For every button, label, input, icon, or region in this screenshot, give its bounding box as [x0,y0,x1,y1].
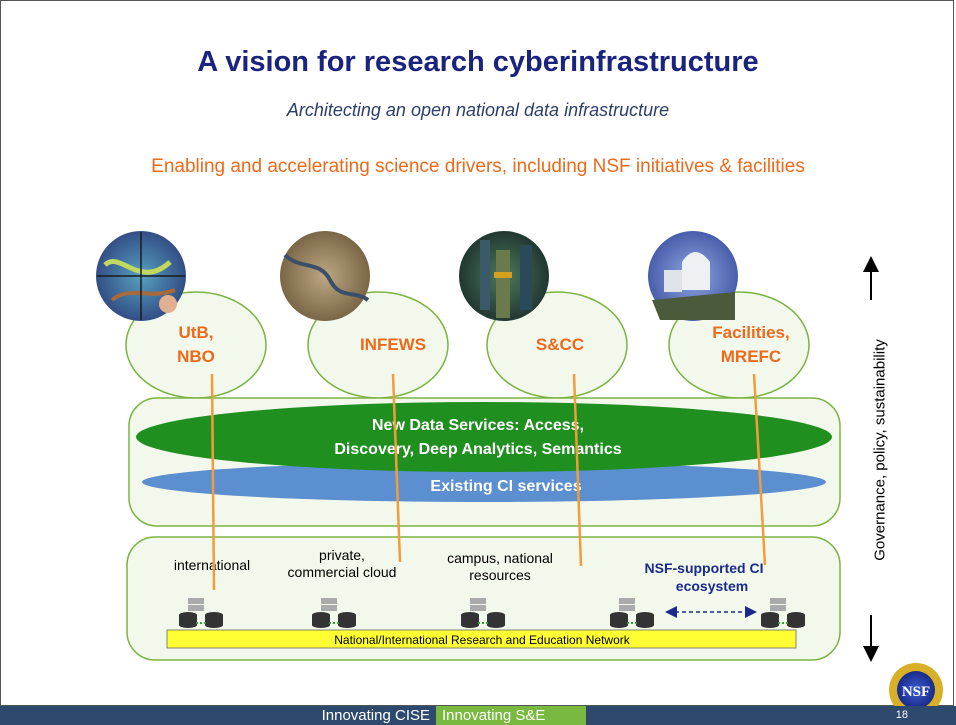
driver-label: UtB, [179,323,214,342]
resource-label: campus, national [447,550,553,566]
server-stack-icon [312,598,356,628]
connector-line [752,373,767,566]
observatory-image [648,231,738,321]
server-stack-icon [461,598,505,628]
page-number: 18 [895,709,908,721]
new-services-label: Discovery, Deep Analytics, Semantics [334,441,621,458]
slide-subtitle: Architecting an open national data infra… [286,100,670,120]
data-wall-image [96,231,186,321]
slide-frame [0,0,954,706]
connector-line [572,373,583,567]
connector-line [210,373,216,591]
driver-label: Facilities, [712,323,789,342]
resource-label: commercial cloud [288,564,397,580]
driver-label: S&CC [536,335,584,354]
footer-left-text: Innovating CISE [321,707,430,724]
resource-label: resources [469,567,530,583]
driver-label: INFEWS [360,335,426,354]
city-tower-image [459,231,549,321]
footer-right-text: Innovating S&E [436,706,586,725]
slide-title: A vision for research cyberinfrastructur… [197,46,759,78]
connector-line [391,373,402,563]
footer-bar: Innovating CISE Innovating S&E 18 [0,706,956,725]
river-landscape-image [280,231,370,321]
server-stack-icon [179,598,223,628]
network-bar [166,629,797,649]
drivers-heading: Enabling and accelerating science driver… [151,156,805,177]
nsf-ecosystem-label: ecosystem [676,578,748,594]
nsf-logo: NSF [889,663,943,717]
network-label: National/International Research and Educ… [334,633,631,647]
existing-ci-services-band [142,462,826,502]
resource-label: private, [319,547,365,563]
nsf-logo-text: NSF [902,684,930,700]
new-data-services-band [136,402,832,472]
resource-label: international [174,557,250,573]
governance-label: Governance, policy, sustainability [871,339,889,561]
new-services-label: New Data Services: Access, [372,417,584,434]
server-stack-icon [610,598,654,628]
nsf-ecosystem-label: NSF-supported CI [645,560,764,576]
server-stack-icon [761,598,805,628]
existing-services-label: Existing CI services [430,478,581,495]
driver-label: NBO [177,347,215,366]
driver-label: MREFC [721,347,781,366]
